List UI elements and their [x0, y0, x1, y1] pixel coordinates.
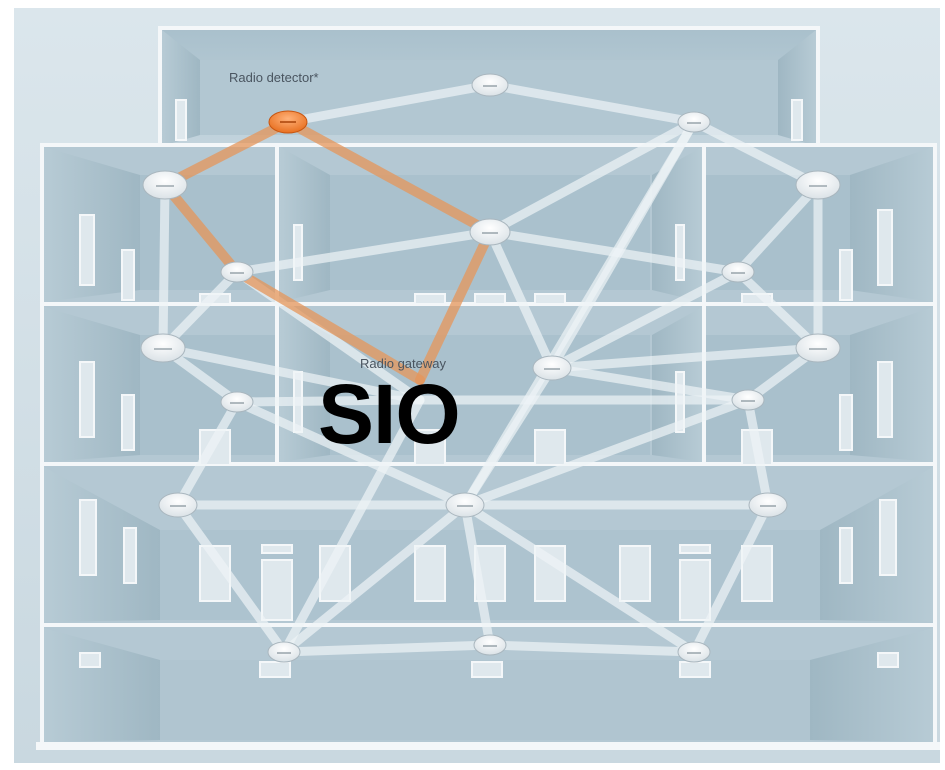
smoke-detector [220, 391, 254, 413]
smoke-detector [731, 389, 765, 411]
smoke-detector [158, 492, 198, 518]
smoke-detector [532, 355, 572, 381]
overlay-text: SIO [318, 367, 461, 461]
radio-gateway-label: Radio gateway [360, 356, 446, 371]
smoke-detector [677, 641, 711, 663]
smoke-detector [267, 641, 301, 663]
radio-detector-active [268, 110, 308, 134]
smoke-detector [677, 111, 711, 133]
primary-radio-path [160, 117, 495, 385]
smoke-detector [142, 170, 188, 200]
smoke-detector [220, 261, 254, 283]
smoke-detector [795, 333, 841, 363]
smoke-detector [469, 218, 511, 246]
radio-detector-label: Radio detector* [229, 70, 319, 85]
smoke-detector [140, 333, 186, 363]
mesh-links [158, 80, 823, 657]
smoke-detector [445, 492, 485, 518]
smoke-detector [748, 492, 788, 518]
smoke-detector [795, 170, 841, 200]
window [791, 99, 803, 141]
window [175, 99, 187, 141]
smoke-detector [471, 73, 509, 97]
detectors [140, 73, 841, 663]
smoke-detector [473, 634, 507, 656]
smoke-detector [721, 261, 755, 283]
windows [79, 209, 899, 678]
